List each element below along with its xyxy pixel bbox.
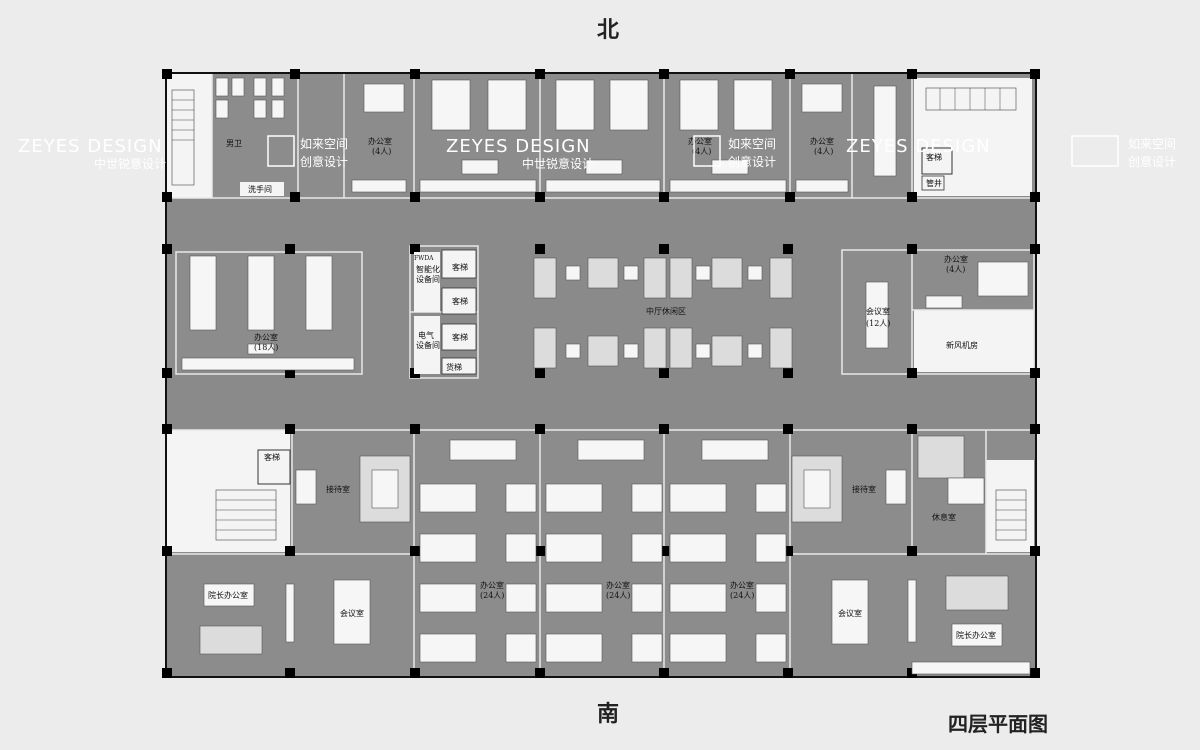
label-office-4-c-count: (4人)	[814, 147, 833, 156]
room-labels: 男卫 洗手间 办公室 (4人) 办公室 (4人) 办公室 (4人) 客梯 管井 …	[208, 136, 996, 640]
label-office-24-c: 办公室	[730, 580, 754, 590]
label-dean-left: 院长办公室	[208, 590, 248, 600]
label-office-18-count: (18人)	[254, 343, 278, 352]
label-office-4-d-count: (4人)	[946, 265, 965, 274]
watermark-center-en: ZEYES DESIGN	[446, 136, 591, 157]
label-smart-room-2: 设备间	[416, 274, 440, 284]
east-middle-furniture	[865, 261, 1029, 349]
watermark-center-cn: 中世锐意设计	[522, 156, 594, 171]
south-label: 南	[597, 701, 620, 727]
brand-logo-center	[693, 135, 721, 167]
label-lounge: 中厅休闲区	[646, 306, 686, 316]
label-office-18: 办公室	[254, 332, 278, 342]
stair-steps-ne	[925, 87, 1017, 111]
watermark-left-en: ZEYES DESIGN	[18, 136, 163, 157]
structural-columns	[162, 69, 1040, 678]
watermark-center-brand-1: 如来空间	[728, 136, 776, 151]
label-shaft-top: 管井	[926, 178, 942, 188]
fresh-air-room	[914, 310, 1034, 372]
watermark-center-brand-2: 创意设计	[728, 154, 776, 169]
label-elec-room-2: 设备间	[416, 340, 440, 350]
label-elec-room-1: 电气	[418, 330, 434, 340]
label-lift-1: 客梯	[452, 262, 468, 272]
label-meeting-left: 会议室	[340, 608, 364, 618]
label-office-4-d: 办公室	[944, 254, 968, 264]
middle-partitions	[175, 245, 1035, 379]
label-meeting-12-count: (12人)	[866, 319, 890, 328]
label-meeting-right: 会议室	[838, 608, 862, 618]
label-smart-room-1: 智能化	[416, 264, 440, 274]
label-dean-right: 院长办公室	[956, 630, 996, 640]
label-elevator-bottom: 客梯	[264, 452, 280, 462]
label-office-4-c: 办公室	[810, 136, 834, 146]
brand-logo-left	[267, 135, 295, 167]
watermark-right-brand-2: 创意设计	[1128, 154, 1176, 169]
label-lift-2: 客梯	[452, 296, 468, 306]
south-partitions	[166, 429, 1036, 677]
label-office-4-b-count: (4人)	[692, 147, 711, 156]
stair-steps-sw	[215, 489, 277, 541]
north-row-furniture	[215, 77, 953, 196]
equipment-rooms	[414, 249, 477, 375]
watermark-left-cn: 中世锐意设计	[94, 156, 166, 171]
label-reception-left: 接待室	[326, 484, 350, 494]
watermark-left-brand-2: 创意设计	[300, 154, 348, 169]
south-row-furniture	[199, 435, 1031, 675]
watermark-left-brand-1: 如来空间	[300, 136, 348, 151]
label-office-24-a-count: (24人)	[480, 591, 504, 600]
watermark-right-brand-1: 如来空间	[1128, 136, 1176, 151]
label-rest-room: 休息室	[932, 512, 956, 522]
label-office-24-c-count: (24人)	[730, 591, 754, 600]
watermark-right-en: ZEYES DESIGN	[846, 136, 991, 157]
office-18-furniture	[181, 255, 355, 371]
watermark-left: ZEYES DESIGN 中世锐意设计 如来空间 创意设计	[18, 135, 348, 171]
label-office-24-a: 办公室	[480, 580, 504, 590]
brand-logo-right	[1071, 135, 1119, 167]
label-office-4-a: 办公室	[368, 136, 392, 146]
plan-title: 四层平面图	[948, 712, 1048, 736]
label-freight: 货梯	[446, 362, 462, 372]
north-label: 北	[597, 17, 620, 43]
label-mens-wc: 男卫	[226, 139, 242, 148]
label-fresh-air: 新风机房	[946, 340, 978, 350]
label-office-24-b-count: (24人)	[606, 591, 630, 600]
label-reception-right: 接待室	[852, 484, 876, 494]
label-elevator-top: 客梯	[926, 152, 942, 162]
lounge-furniture	[533, 257, 793, 369]
label-meeting-12: 会议室	[866, 306, 890, 316]
watermark-center: ZEYES DESIGN 中世锐意设计 如来空间 创意设计	[446, 135, 776, 171]
label-wash-room: 洗手间	[248, 184, 272, 194]
north-partitions	[166, 74, 1036, 199]
watermark-right: ZEYES DESIGN 如来空间 创意设计	[846, 135, 1176, 169]
label-office-24-b: 办公室	[606, 580, 630, 590]
label-office-4-b: 办公室	[688, 136, 712, 146]
label-office-4-a-count: (4人)	[372, 147, 391, 156]
north-corridor	[166, 198, 1036, 250]
stair-steps-se	[995, 489, 1027, 541]
label-lift-3: 客梯	[452, 332, 468, 342]
south-corridor	[166, 372, 1036, 428]
stair-steps-nw	[171, 89, 195, 186]
label-fwd: FWDA	[414, 255, 434, 262]
